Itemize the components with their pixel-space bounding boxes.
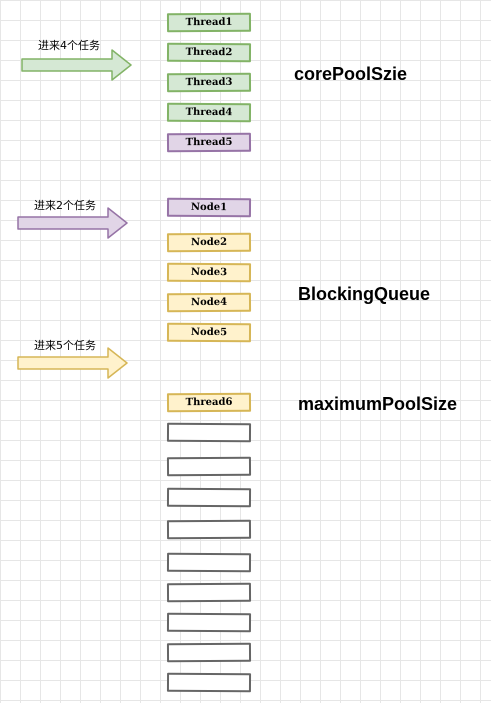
thread-box-4: Thread4	[166, 102, 252, 123]
arrow-label-1: 进来4个任务	[38, 39, 100, 52]
queue-node-3: Node3	[166, 262, 252, 283]
empty-slot	[166, 612, 252, 633]
right-arrow-icon	[17, 207, 128, 239]
right-arrow-icon	[17, 347, 128, 379]
empty-slot	[166, 672, 252, 693]
arrow-label-3: 进来5个任务	[34, 339, 96, 352]
empty-slot	[166, 582, 252, 603]
core-pool-size-label: corePoolSzie	[294, 64, 408, 84]
queue-node-2: Node2	[166, 232, 252, 253]
empty-slot	[166, 487, 252, 508]
queue-node-1: Node1	[166, 197, 252, 218]
arrow-label-2: 进来2个任务	[34, 199, 96, 212]
maximum-pool-size-label: maximumPoolSize	[298, 394, 458, 414]
empty-slot	[166, 456, 252, 477]
thread-box-3: Thread3	[166, 72, 252, 93]
queue-node-5: Node5	[166, 322, 252, 343]
thread-box-2: Thread2	[166, 42, 252, 63]
blocking-queue-label: BlockingQueue	[298, 284, 431, 304]
max-pool-thread-6: Thread6	[166, 392, 252, 413]
thread-box-5: Thread5	[166, 132, 252, 153]
empty-slot	[166, 519, 252, 540]
thread-box-1: Thread1	[166, 12, 252, 33]
queue-node-4: Node4	[166, 292, 252, 313]
empty-slot	[166, 422, 252, 443]
empty-slot	[166, 552, 252, 573]
right-arrow-icon	[21, 49, 132, 81]
empty-slot	[166, 642, 252, 663]
